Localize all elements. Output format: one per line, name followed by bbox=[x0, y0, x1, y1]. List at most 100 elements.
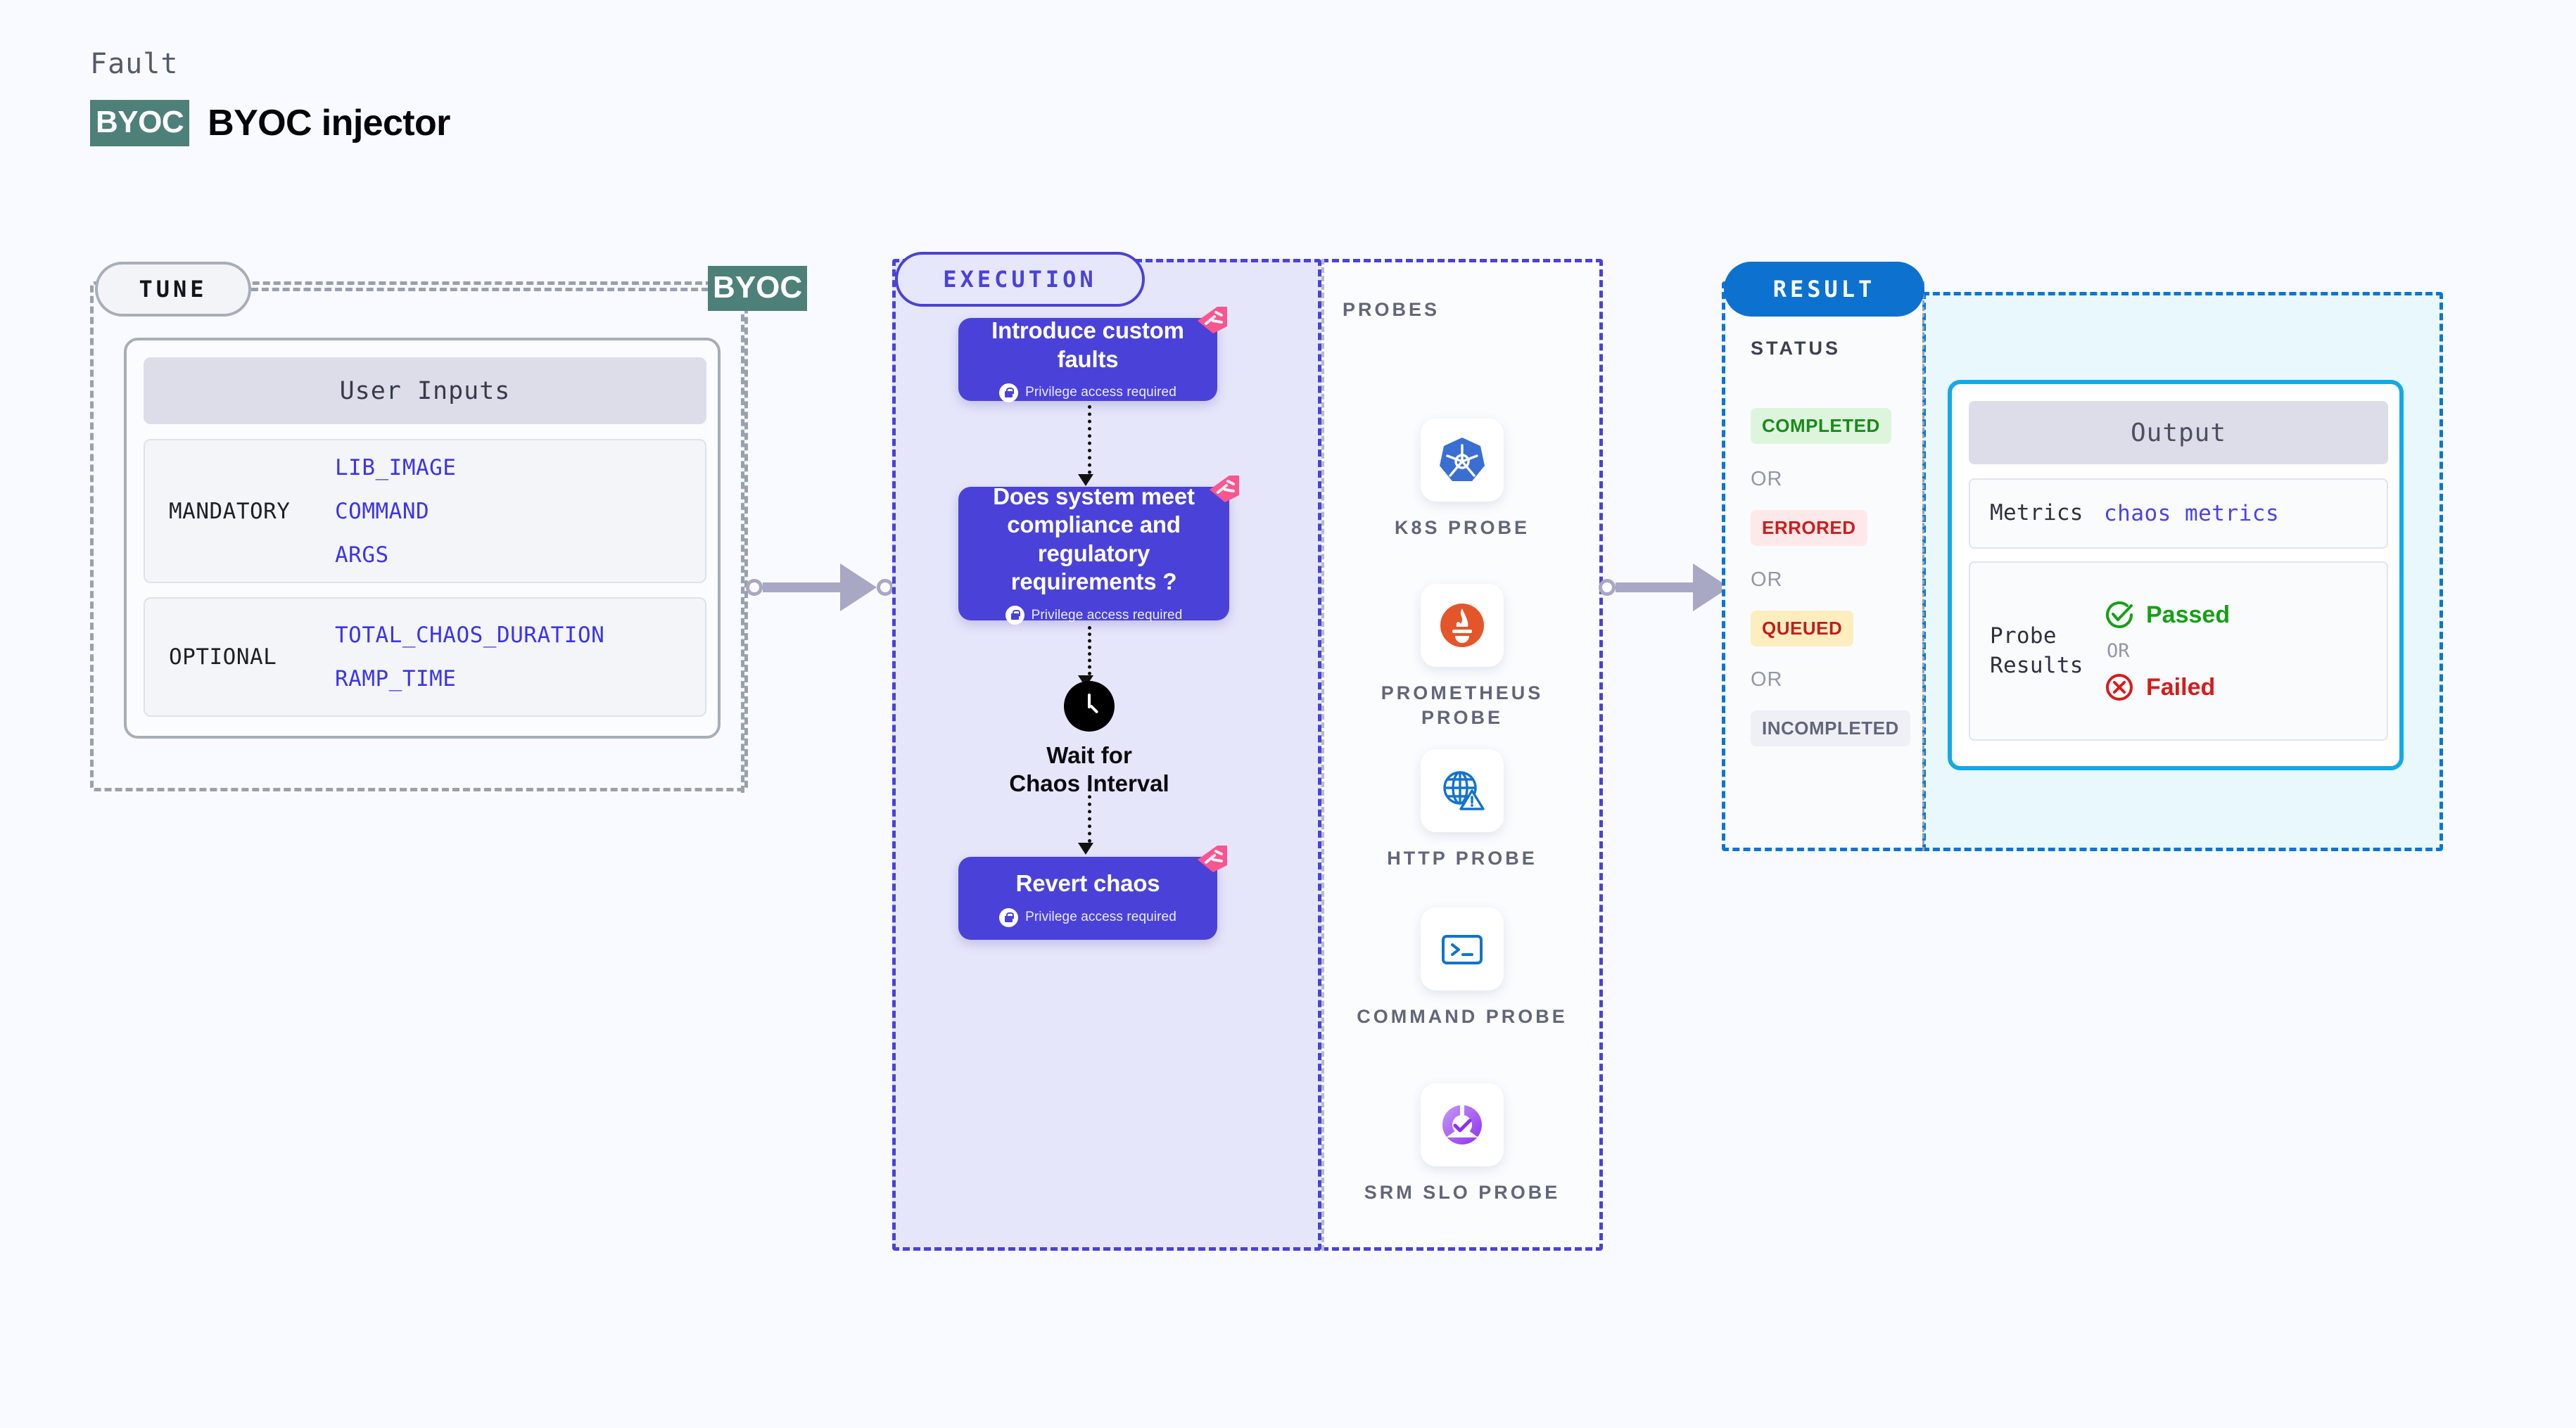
input-total-chaos-duration[interactable]: TOTAL_CHAOS_DURATION bbox=[335, 623, 605, 648]
arrow-head-icon bbox=[1077, 843, 1093, 855]
byoc-badge: BYOC bbox=[90, 100, 190, 146]
flow-card-revert-chaos[interactable]: Revert chaos Privilege access required bbox=[958, 846, 1227, 940]
probe-item-prometheus[interactable]: PROMETHEUS PROBE bbox=[1346, 584, 1578, 730]
result-section-pill[interactable]: RESULT bbox=[1724, 262, 1924, 317]
probe-result-failed: Failed bbox=[2104, 672, 2230, 703]
http-globe-warning-icon bbox=[1443, 771, 1485, 810]
byoc-marker-badge: BYOC bbox=[708, 266, 808, 311]
status-badge-errored: ERRORED bbox=[1751, 510, 1867, 546]
optional-label: OPTIONAL bbox=[169, 644, 277, 670]
srm-slo-icon bbox=[1442, 1104, 1482, 1145]
flow-card-introduce-faults[interactable]: Introduce custom faults Privilege access… bbox=[958, 307, 1227, 402]
probe-label: HTTP PROBE bbox=[1387, 848, 1537, 869]
kubernetes-icon bbox=[1440, 438, 1485, 481]
execution-section-pill[interactable]: EXECUTION bbox=[895, 252, 1145, 307]
lock-icon bbox=[999, 907, 1019, 927]
connector-tune-to-execution bbox=[746, 563, 894, 611]
privilege-note: Privilege access required bbox=[999, 383, 1176, 402]
probe-item-k8s[interactable]: K8S PROBE bbox=[1346, 419, 1578, 540]
output-card: Output Metrics chaos metrics Probe Resul… bbox=[1948, 380, 2404, 770]
metrics-key: Metrics bbox=[1990, 500, 2083, 526]
flow-card-title: Introduce custom faults bbox=[991, 317, 1184, 372]
connector-arrow-icon bbox=[840, 563, 877, 611]
harness-corner-badge-icon bbox=[1198, 846, 1227, 872]
probe-item-srm-slo[interactable]: SRM SLO PROBE bbox=[1346, 1083, 1578, 1205]
status-title: STATUS bbox=[1751, 338, 1841, 359]
status-badge-incompleted: INCOMPLETED bbox=[1751, 710, 1910, 746]
optional-inputs-group: OPTIONAL TOTAL_CHAOS_DURATION RAMP_TIME bbox=[144, 597, 706, 717]
arrow-head-icon bbox=[1077, 474, 1093, 486]
probe-item-command[interactable]: COMMAND PROBE bbox=[1346, 907, 1578, 1029]
probes-divider bbox=[1321, 259, 1324, 1251]
probe-icon-tile bbox=[1421, 907, 1504, 990]
connector-end-dot bbox=[877, 579, 894, 596]
probes-title: PROBES bbox=[1343, 299, 1440, 320]
title-row: BYOC BYOC injector bbox=[90, 100, 450, 146]
page-title: BYOC injector bbox=[208, 103, 450, 144]
probe-results-key: Probe Results bbox=[1990, 623, 2083, 678]
probe-icon-tile bbox=[1421, 1083, 1504, 1166]
privilege-note: Privilege access required bbox=[999, 907, 1176, 927]
tune-section-pill[interactable]: TUNE bbox=[95, 262, 251, 317]
input-ramp-time[interactable]: RAMP_TIME bbox=[335, 666, 457, 691]
status-badge-completed: COMPLETED bbox=[1751, 408, 1891, 444]
terminal-icon bbox=[1442, 935, 1483, 964]
execution-panel bbox=[892, 259, 1321, 1251]
output-row-probe-results: Probe Results Passed OR Failed bbox=[1969, 561, 2388, 741]
tune-dashed-connector bbox=[251, 288, 709, 291]
connector-bar bbox=[763, 582, 842, 592]
output-header: Output bbox=[1969, 401, 2388, 464]
result-status-region bbox=[1722, 281, 1922, 851]
user-inputs-header: User Inputs bbox=[144, 357, 706, 424]
lock-icon bbox=[1005, 606, 1024, 625]
probe-label: COMMAND PROBE bbox=[1357, 1006, 1568, 1027]
harness-corner-badge-icon bbox=[1210, 476, 1239, 502]
privilege-note-text: Privilege access required bbox=[1031, 607, 1183, 623]
clock-icon bbox=[1064, 681, 1115, 732]
probe-label: PROMETHEUS PROBE bbox=[1381, 682, 1544, 729]
probe-icon-tile bbox=[1421, 749, 1504, 832]
probe-label: SRM SLO PROBE bbox=[1364, 1182, 1561, 1203]
flow-card-title: Does system meet compliance and regulato… bbox=[993, 483, 1195, 594]
status-badge-queued: QUEUED bbox=[1751, 611, 1854, 646]
prometheus-icon bbox=[1440, 604, 1484, 647]
privilege-note: Privilege access required bbox=[1005, 606, 1183, 625]
output-row-metrics: Metrics chaos metrics bbox=[1969, 478, 2388, 549]
wait-node-label: Wait for Chaos Interval bbox=[1009, 742, 1169, 797]
status-or-2: OR bbox=[1751, 568, 1783, 591]
mandatory-values: LIB_IMAGE COMMAND ARGS bbox=[335, 455, 456, 568]
status-or-3: OR bbox=[1751, 668, 1783, 691]
page-header: Fault BYOC BYOC injector bbox=[90, 48, 450, 146]
probe-label: K8S PROBE bbox=[1394, 517, 1530, 538]
tune-panel bbox=[90, 281, 748, 791]
mandatory-label: MANDATORY bbox=[169, 498, 291, 524]
mandatory-inputs-group: MANDATORY LIB_IMAGE COMMAND ARGS bbox=[144, 439, 706, 583]
harness-corner-badge-icon bbox=[1198, 307, 1227, 333]
privilege-note-text: Privilege access required bbox=[1025, 910, 1176, 925]
flow-card-compliance-check[interactable]: Does system meet compliance and regulato… bbox=[958, 476, 1239, 625]
probe-item-http[interactable]: HTTP PROBE bbox=[1346, 749, 1578, 871]
probe-result-passed: Passed bbox=[2104, 599, 2230, 630]
check-circle-icon bbox=[2106, 601, 2133, 628]
optional-values: TOTAL_CHAOS_DURATION RAMP_TIME bbox=[335, 623, 604, 691]
connector-start-dot bbox=[746, 579, 763, 596]
arrow-line bbox=[1087, 788, 1091, 843]
probe-icon-tile bbox=[1421, 419, 1504, 502]
x-circle-icon bbox=[2106, 674, 2133, 701]
metrics-value[interactable]: chaos metrics bbox=[2104, 501, 2280, 526]
byoc-drop-line bbox=[741, 304, 744, 793]
probe-icon-tile bbox=[1421, 584, 1504, 667]
arrow-line bbox=[1087, 405, 1091, 474]
user-inputs-card: User Inputs MANDATORY LIB_IMAGE COMMAND … bbox=[124, 338, 721, 739]
connector-bar bbox=[1616, 582, 1694, 592]
arrow-line bbox=[1087, 626, 1091, 675]
lock-icon bbox=[999, 383, 1019, 402]
input-args[interactable]: ARGS bbox=[335, 542, 389, 568]
probe-results-values: Passed OR Failed bbox=[2104, 599, 2230, 703]
failed-label: Failed bbox=[2146, 673, 2216, 701]
status-or-1: OR bbox=[1751, 468, 1783, 490]
input-lib-image[interactable]: LIB_IMAGE bbox=[335, 454, 457, 480]
flow-card-title: Revert chaos bbox=[1015, 870, 1160, 897]
fault-eyebrow-label: Fault bbox=[90, 48, 179, 80]
input-command[interactable]: COMMAND bbox=[335, 498, 430, 524]
